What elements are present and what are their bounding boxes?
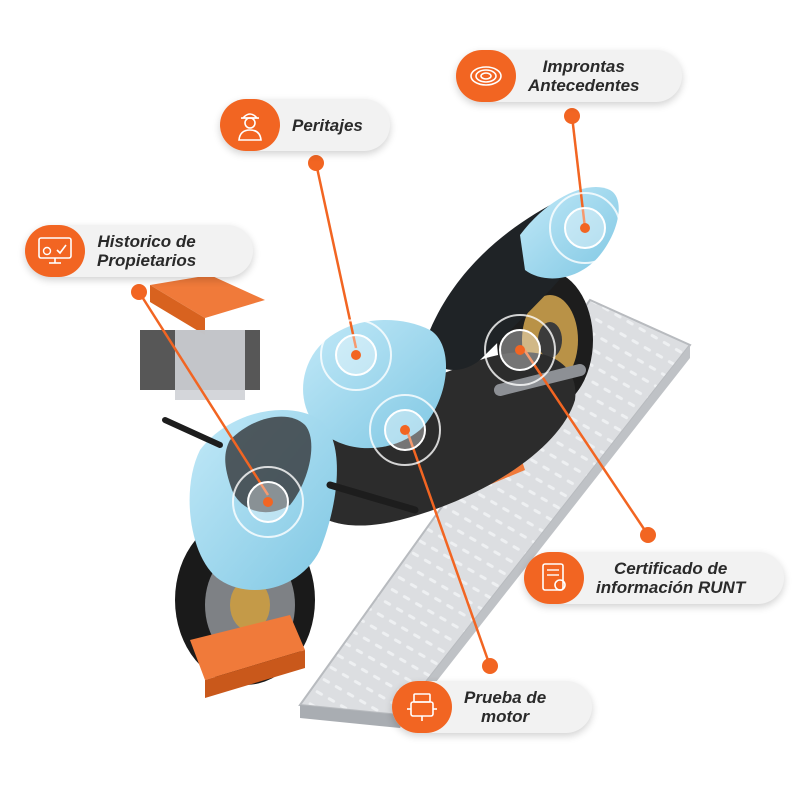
callout-label-line: información RUNT [596, 578, 746, 597]
leader-dots [131, 108, 656, 674]
certificate-icon [524, 552, 584, 604]
callout-improntas: Improntas Antecedentes [456, 50, 682, 102]
hotspot-rings [232, 192, 621, 538]
fingerprint-icon [456, 50, 516, 102]
engine-block [290, 352, 576, 526]
callout-label-line: Improntas [542, 57, 625, 76]
ownership-history-icon [25, 225, 85, 277]
side-stand [140, 275, 265, 400]
callout-label: Historico de Propietarios [85, 232, 214, 270]
callout-historico: Historico de Propietarios [25, 225, 253, 277]
callout-label-line: Historico de [97, 232, 196, 251]
callout-label: Certificado de información RUNT [584, 559, 763, 597]
callout-label: Prueba de motor [452, 688, 564, 726]
callout-label-line: Certificado de [613, 559, 728, 578]
callout-peritajes: Peritajes [220, 99, 390, 151]
exhaust [494, 364, 586, 396]
hotspot-tank [320, 319, 392, 391]
callout-label: Improntas Antecedentes [516, 57, 657, 95]
hotspot-tail [549, 192, 621, 264]
callout-prueba: Prueba de motor [392, 681, 592, 733]
hotspot-engine [369, 394, 441, 466]
leader-lines [137, 115, 650, 667]
callout-label-line: Prueba de [464, 688, 547, 707]
callout-label-line: Propietarios [97, 251, 197, 270]
windscreen [225, 416, 312, 513]
callout-label: Peritajes [280, 116, 381, 135]
engine-icon [392, 681, 452, 733]
hotspot-seat [484, 314, 556, 386]
callout-label-line: Peritajes [292, 115, 363, 135]
callout-label-line: Antecedentes [528, 76, 640, 95]
callout-certificado: Certificado de información RUNT [524, 552, 784, 604]
callout-label-line: motor [481, 707, 530, 726]
handlebar [162, 417, 223, 448]
handlebar [326, 481, 419, 514]
hotspot-front [232, 466, 304, 538]
mechanic-icon [220, 99, 280, 151]
